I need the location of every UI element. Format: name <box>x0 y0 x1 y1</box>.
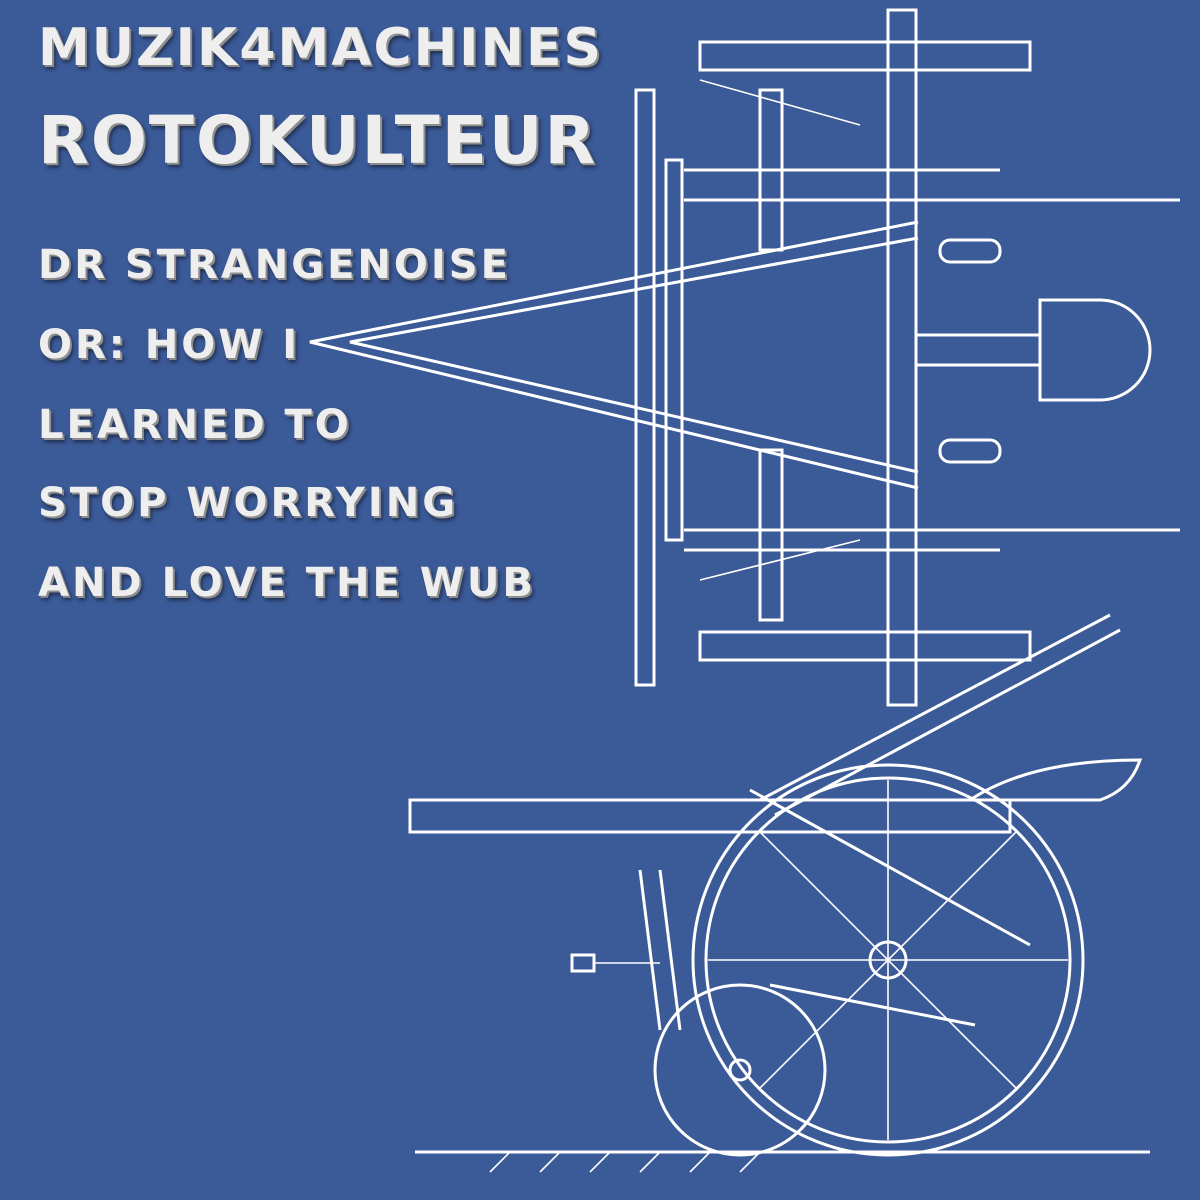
subtitle-line: DR STRANGENOISE <box>38 242 511 288</box>
artist-name: MUZIK4MACHINES <box>38 18 604 78</box>
subtitle-line: OR: HOW I <box>38 322 301 368</box>
album-title: ROTOKULTEUR <box>38 102 598 179</box>
subtitle-line: AND LOVE THE WUB <box>38 560 536 606</box>
subtitle-line: LEARNED TO <box>38 402 352 448</box>
machine-top-view <box>309 8 1180 707</box>
machine-side-view <box>408 613 1150 1173</box>
subtitle-line: STOP WORRYING <box>38 480 459 526</box>
